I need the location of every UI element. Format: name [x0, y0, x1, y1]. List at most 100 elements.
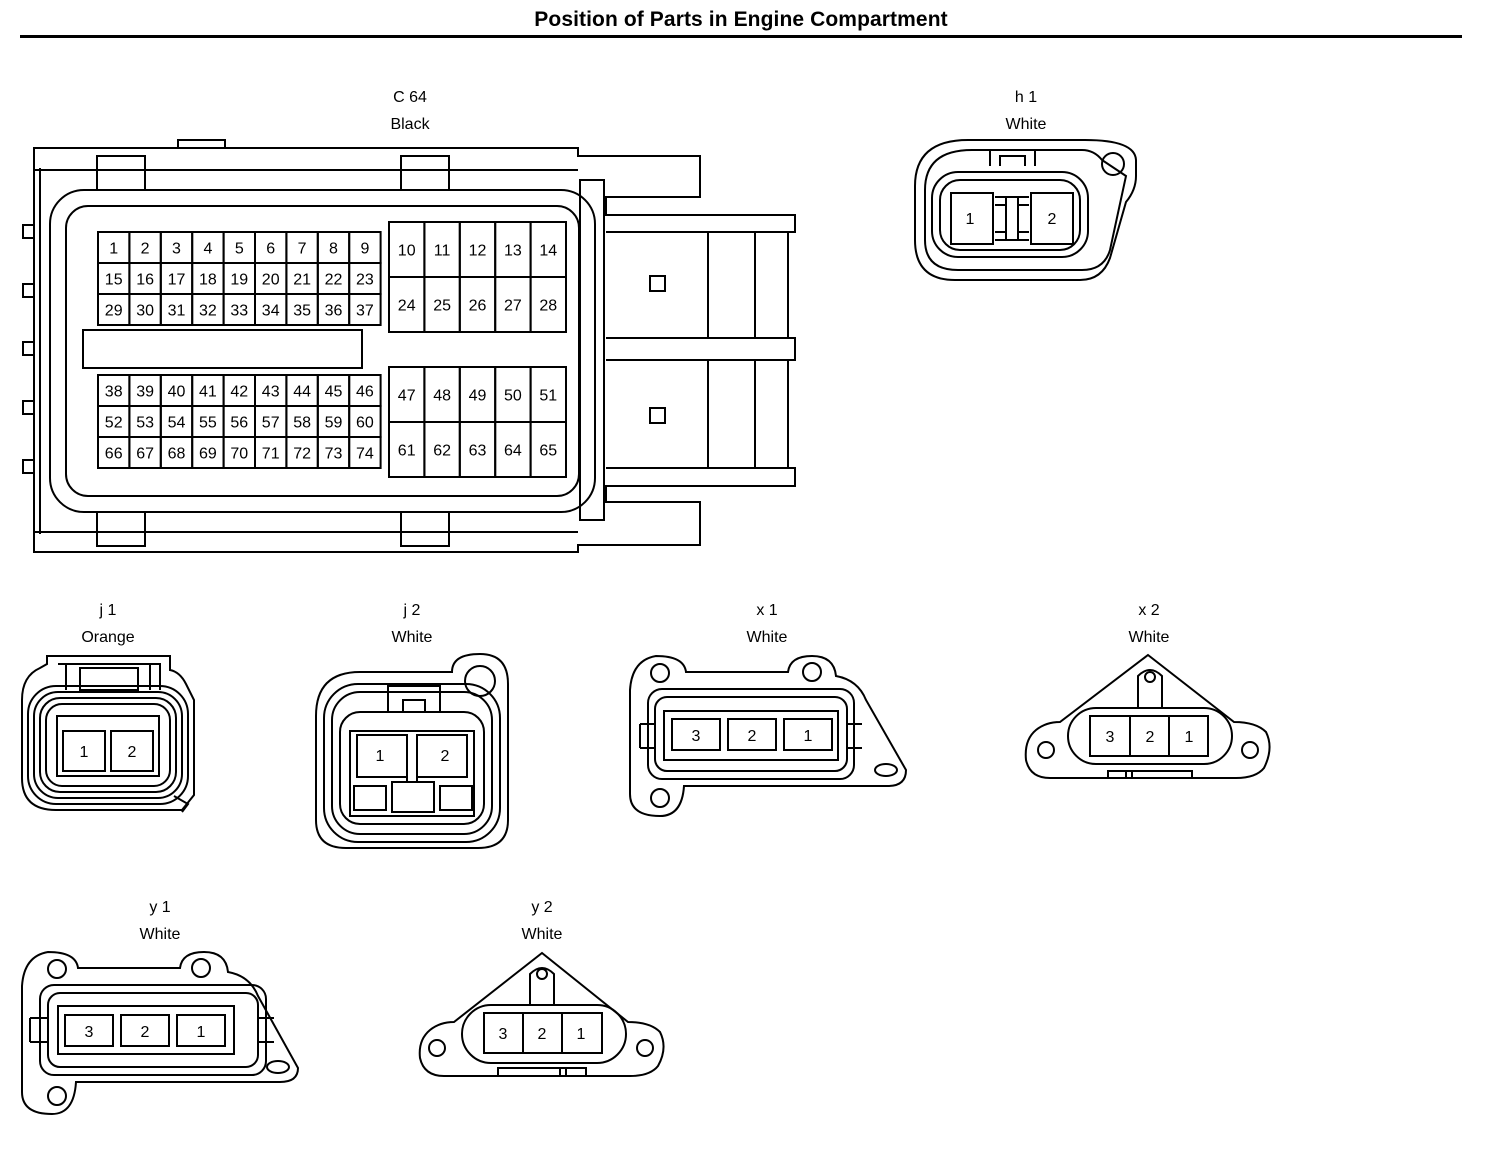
- c64-pin-64: 64: [504, 443, 522, 460]
- c64-pin-34: 34: [262, 303, 280, 320]
- connector-color-h1: White: [1005, 116, 1047, 133]
- c64-pin-17: 17: [168, 272, 186, 289]
- c64-pin-26: 26: [469, 298, 487, 315]
- connector-x2: 3 2 1: [1026, 655, 1270, 778]
- connector-id-c64: C 64: [393, 89, 427, 106]
- c64-pin-32: 32: [199, 303, 217, 320]
- c64-pin-48: 48: [433, 388, 451, 405]
- c64-pin-9: 9: [360, 241, 369, 258]
- c64-pin-42: 42: [230, 384, 248, 401]
- connector-id-x1: x 1: [756, 602, 778, 619]
- x2-pin-2: 2: [1146, 729, 1155, 746]
- c64-pin-18: 18: [199, 272, 217, 289]
- c64-pin-74: 74: [356, 446, 374, 463]
- c64-pin-7: 7: [298, 241, 307, 258]
- c64-pin-68: 68: [168, 446, 186, 463]
- c64-pin-54: 54: [168, 415, 186, 432]
- c64-pin-51: 51: [539, 388, 557, 405]
- c64-pin-47: 47: [398, 388, 416, 405]
- c64-pin-67: 67: [136, 446, 154, 463]
- connector-color-c64: Black: [390, 116, 430, 133]
- c64-pin-12: 12: [469, 243, 487, 260]
- c64-pin-31: 31: [168, 303, 186, 320]
- c64-pin-45: 45: [325, 384, 343, 401]
- connector-id-y1: y 1: [149, 899, 171, 916]
- c64-pin-6: 6: [266, 241, 275, 258]
- c64-pin-69: 69: [199, 446, 217, 463]
- connector-x1: 3 2 1: [630, 656, 906, 816]
- c64-pin-40: 40: [168, 384, 186, 401]
- c64-pin-11: 11: [434, 243, 451, 260]
- c64-pin-33: 33: [230, 303, 248, 320]
- c64-pin-35: 35: [293, 303, 311, 320]
- c64-pin-27: 27: [504, 298, 522, 315]
- c64-pin-24: 24: [398, 298, 416, 315]
- c64-pin-52: 52: [105, 415, 123, 432]
- j1-pin-1: 1: [80, 744, 89, 761]
- c64-pin-3: 3: [172, 241, 181, 258]
- h1-pin-2: 2: [1048, 211, 1057, 228]
- x2-pin-3: 3: [1106, 729, 1115, 746]
- c64-pin-1: 1: [109, 241, 118, 258]
- c64-pin-60: 60: [356, 415, 374, 432]
- x1-pin-3: 3: [692, 728, 701, 745]
- c64-pin-65: 65: [539, 443, 557, 460]
- c64-pin-63: 63: [469, 443, 487, 460]
- y1-pin-1: 1: [197, 1024, 206, 1041]
- connector-j1: 1 2: [22, 656, 194, 812]
- connector-color-j1: Orange: [81, 629, 135, 646]
- c64-pin-53: 53: [136, 415, 154, 432]
- y2-pin-1: 1: [577, 1026, 586, 1043]
- j1-pin-2: 2: [128, 744, 137, 761]
- c64-pin-43: 43: [262, 384, 280, 401]
- c64-pin-57: 57: [262, 415, 280, 432]
- c64-pin-13: 13: [504, 243, 522, 260]
- c64-pin-19: 19: [230, 272, 248, 289]
- y2-pin-3: 3: [499, 1026, 508, 1043]
- c64-pin-cavity: [349, 294, 380, 325]
- c64-pin-70: 70: [230, 446, 248, 463]
- connector-id-h1: h 1: [1014, 89, 1038, 106]
- x2-pin-1: 1: [1185, 729, 1194, 746]
- c64-pin-8: 8: [329, 241, 338, 258]
- c64-pin-25: 25: [433, 298, 451, 315]
- c64-pin-39: 39: [136, 384, 154, 401]
- c64-pin-36: 36: [325, 303, 343, 320]
- connector-color-y1: White: [139, 926, 181, 943]
- y1-pin-3: 3: [85, 1024, 94, 1041]
- c64-pin-41: 41: [199, 384, 217, 401]
- connector-j2: 1 2: [316, 654, 508, 848]
- c64-pin-28: 28: [539, 298, 557, 315]
- connector-color-x2: White: [1128, 629, 1170, 646]
- c64-pin-71: 71: [262, 446, 280, 463]
- c64-pin-14: 14: [539, 243, 557, 260]
- c64-pin-61: 61: [398, 443, 416, 460]
- c64-pin-10: 10: [398, 243, 416, 260]
- c64-pin-56: 56: [230, 415, 248, 432]
- connector-id-y2: y 2: [531, 899, 553, 916]
- page-title: Position of Parts in Engine Compartment: [534, 8, 948, 31]
- c64-pin-62: 62: [433, 443, 451, 460]
- c64-pin-15: 15: [105, 272, 123, 289]
- connector-y2: 3 2 1: [420, 953, 664, 1076]
- c64-pin-2: 2: [141, 241, 150, 258]
- c64-pin-38: 38: [105, 384, 123, 401]
- c64-pin-49: 49: [469, 388, 487, 405]
- c64-pin-22: 22: [325, 272, 343, 289]
- c64-pin-4: 4: [203, 241, 212, 258]
- c64-pin-44: 44: [293, 384, 311, 401]
- connector-color-x1: White: [746, 629, 788, 646]
- y2-pin-2: 2: [538, 1026, 547, 1043]
- j2-pin-1: 1: [376, 748, 385, 765]
- c64-pin-5: 5: [235, 241, 244, 258]
- c64-pin-58: 58: [293, 415, 311, 432]
- c64-pin-50: 50: [504, 388, 522, 405]
- c64-pin-cavity: [531, 422, 566, 477]
- c64-pin-73: 73: [325, 446, 343, 463]
- connector-h1: 1 2: [915, 140, 1136, 280]
- c64-pin-29: 29: [105, 303, 123, 320]
- c64-pin-20: 20: [262, 272, 280, 289]
- c64-pin-23: 23: [356, 272, 374, 289]
- j2-pin-2: 2: [441, 748, 450, 765]
